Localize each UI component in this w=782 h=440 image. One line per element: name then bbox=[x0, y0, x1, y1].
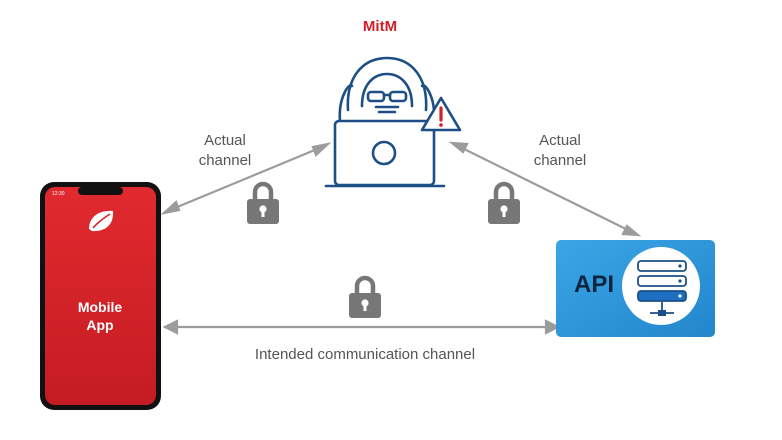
arrow-intended bbox=[162, 319, 561, 335]
lock-icon-left bbox=[247, 181, 279, 224]
intended-channel-label: Intended communication channel bbox=[254, 346, 476, 363]
server-icon bbox=[637, 260, 687, 316]
right-channel-label: Actual channel bbox=[505, 131, 615, 171]
mobile-app-label: Mobile App bbox=[50, 298, 150, 334]
lock-icon-bottom bbox=[349, 275, 381, 318]
mitm-title: MitM bbox=[362, 18, 398, 35]
warning-icon bbox=[420, 96, 462, 132]
lock-icon-right bbox=[488, 181, 520, 224]
right-channel-label-line1: Actual bbox=[539, 132, 581, 149]
hacker-icon bbox=[338, 56, 436, 124]
left-channel-label-line2: channel bbox=[198, 152, 252, 169]
api-server-card bbox=[556, 240, 715, 337]
right-channel-label-line2: channel bbox=[533, 152, 587, 169]
arrow-left-actual bbox=[160, 142, 332, 215]
arrow-right-actual bbox=[448, 141, 642, 237]
api-label: API bbox=[573, 271, 614, 298]
left-channel-label-line1: Actual bbox=[204, 132, 246, 149]
mobile-phone: 12:30 bbox=[40, 182, 161, 410]
mobile-app-label-line1: Mobile bbox=[77, 299, 123, 315]
phone-status-time: 12:30 bbox=[52, 191, 65, 197]
mobile-app-label-line2: App bbox=[86, 317, 114, 333]
leaf-logo-icon bbox=[89, 210, 114, 232]
laptop-icon bbox=[324, 119, 446, 188]
left-channel-label: Actual channel bbox=[170, 131, 280, 171]
